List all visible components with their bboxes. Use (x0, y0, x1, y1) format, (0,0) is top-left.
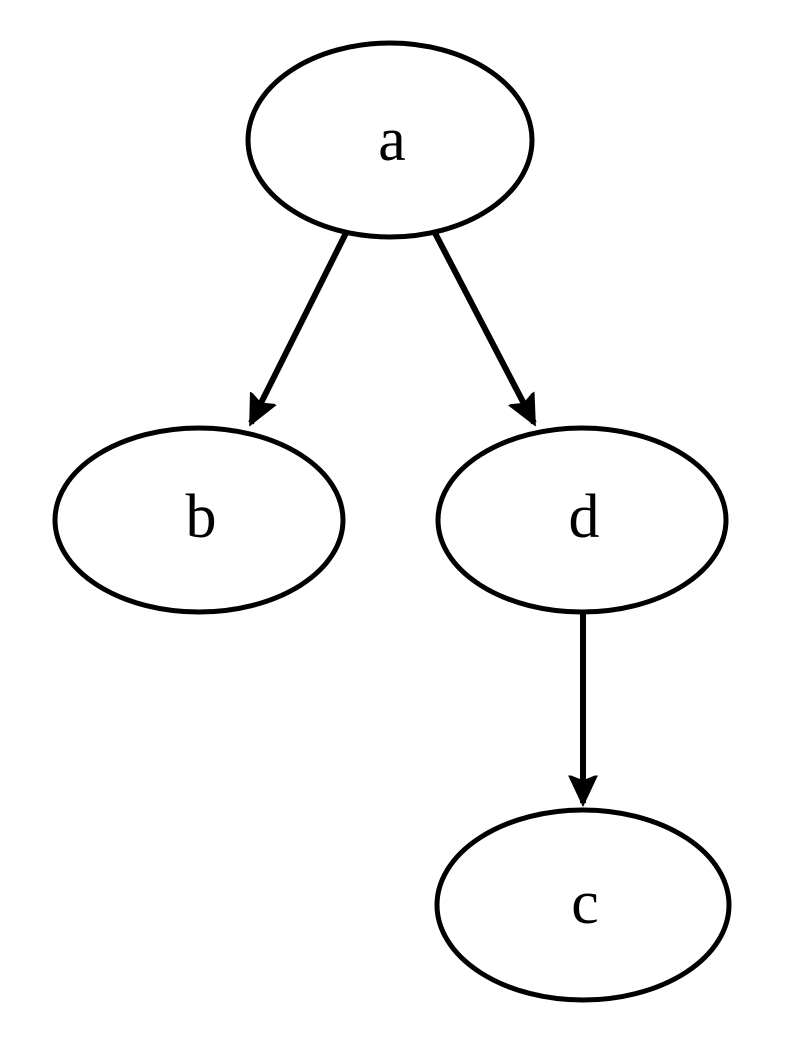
node-a-label: a (378, 106, 406, 174)
node-c-ellipse[interactable] (434, 807, 732, 1003)
edge-a-d[interactable] (432, 231, 537, 423)
node-d-ellipse[interactable] (435, 425, 729, 615)
edge-group (248, 231, 583, 803)
node-a[interactable]: a (245, 40, 535, 240)
node-b-ellipse[interactable] (52, 425, 346, 615)
node-b[interactable]: b (52, 425, 346, 615)
node-a-ellipse[interactable] (245, 40, 535, 240)
node-b-label: b (186, 483, 217, 551)
node-c-label: c (571, 869, 599, 937)
edge-a-b[interactable] (248, 231, 349, 423)
node-c[interactable]: c (434, 807, 732, 1003)
node-d[interactable]: d (435, 425, 729, 615)
node-d-label: d (569, 483, 600, 551)
